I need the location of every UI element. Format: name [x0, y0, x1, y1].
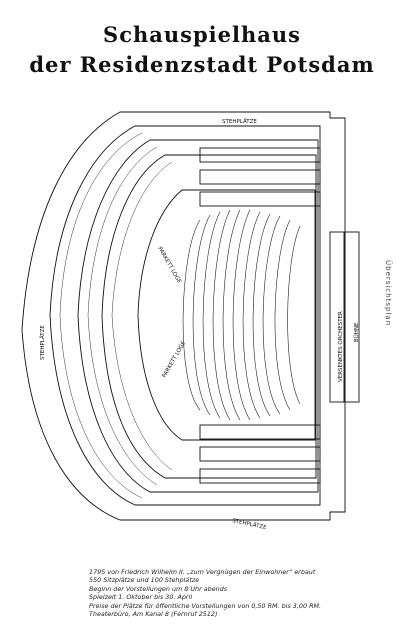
note-line: 550 Sitzplätze und 100 Stehplätze [89, 576, 199, 585]
label-stehplaetze-top: STEHPLÄTZE [222, 118, 257, 125]
label-stehplaetze-left: STEHPLÄTZE [39, 325, 46, 360]
title-line-2: der Residenzstadt Potsdam [29, 52, 375, 77]
outer-wall [21, 111, 346, 521]
label-orchester: VERSENKTES ORCHESTER [338, 311, 344, 382]
label-stehplaetze-bottom: STEHPLÄTZE [232, 517, 268, 531]
balcony-ring-3 [101, 154, 317, 479]
balcony-ring-1 [49, 125, 321, 506]
stage-area [344, 231, 360, 403]
note-line: Preise der Plätze für öffentliche Vorste… [89, 601, 322, 610]
note-line: 1795 von Friedrich Wilhelm II. „zum Verg… [89, 568, 316, 576]
orchestra-pit [329, 231, 345, 403]
label-parkett-loge-bottom: PARKETT LOGE [162, 340, 188, 379]
balcony-seat-rows [59, 132, 173, 499]
label-parkett-loge-top: PARKETT LOGE [156, 246, 182, 285]
note-line: Beginn der Vorstellungen um 8 Uhr abends [89, 584, 228, 593]
parquet-seat-rows [182, 209, 301, 421]
title-line-1: Schauspielhaus [103, 22, 301, 47]
label-buehne: BÜHNE [353, 322, 360, 342]
info-notes: 1795 von Friedrich Wilhelm II. „zum Verg… [89, 568, 389, 618]
balcony-ring-2 [77, 139, 319, 493]
parquet-ring [137, 189, 316, 441]
side-label: Übersichtsplan [384, 260, 392, 327]
note-line: Spielzeit 1. Oktober bis 30. April [89, 593, 193, 602]
note-line: Theaterbüro, Am Kanal 8 (Fernruf 2512) [89, 610, 218, 619]
